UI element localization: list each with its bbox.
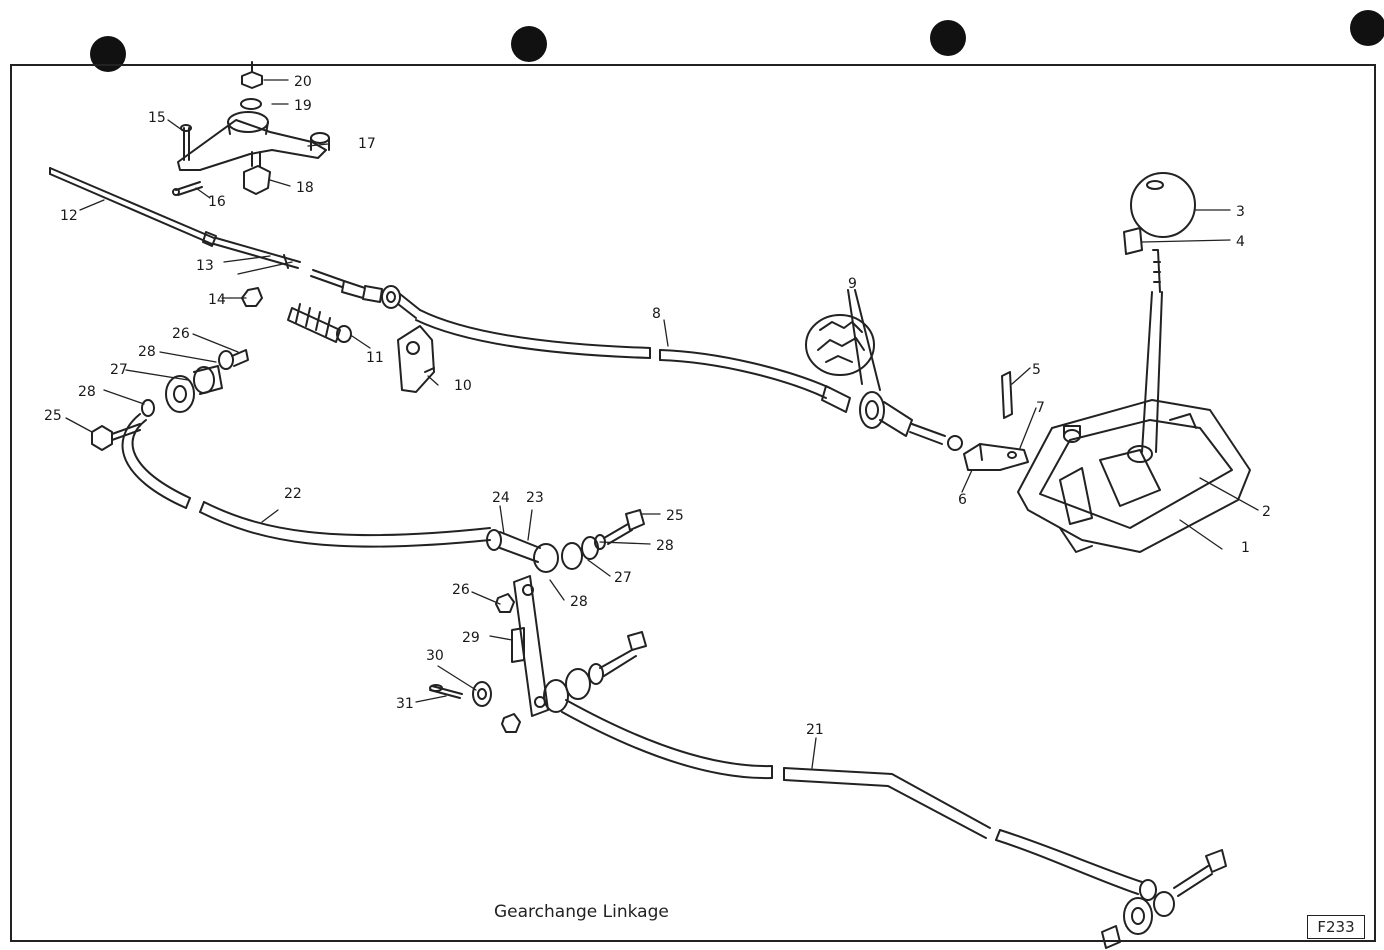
part-number: 6 bbox=[958, 492, 967, 508]
part-number: 23 bbox=[526, 490, 544, 506]
part-number: 28 bbox=[656, 538, 674, 554]
knob-locknut bbox=[1123, 227, 1143, 255]
part-number: 26 bbox=[452, 582, 470, 598]
binder-hole bbox=[511, 26, 547, 62]
part-number: 15 bbox=[148, 110, 166, 126]
binder-hole bbox=[1350, 10, 1384, 46]
nut bbox=[241, 287, 263, 307]
rod-segment bbox=[213, 237, 345, 288]
top-nut bbox=[241, 61, 263, 89]
part-number: 28 bbox=[78, 384, 96, 400]
bracket-plate bbox=[397, 325, 435, 393]
part-number: 25 bbox=[44, 408, 62, 424]
selector-rod-lower bbox=[121, 413, 491, 548]
gear-cable bbox=[415, 309, 831, 399]
part-number: 14 bbox=[208, 292, 226, 308]
cable-adjuster bbox=[341, 280, 421, 319]
binder-hole bbox=[930, 20, 966, 56]
washer-30 bbox=[472, 681, 492, 707]
part-number: 30 bbox=[426, 648, 444, 664]
binder-hole bbox=[90, 36, 126, 72]
part-number: 3 bbox=[1236, 204, 1245, 220]
lever-link bbox=[511, 575, 549, 717]
leader-lines bbox=[65, 79, 1259, 769]
part-number: 19 bbox=[294, 98, 312, 114]
part-number: 9 bbox=[848, 276, 857, 292]
selector-rod bbox=[49, 167, 217, 247]
split-pin-31 bbox=[429, 684, 463, 699]
cable-end-fitting bbox=[821, 385, 963, 451]
part-number: 16 bbox=[208, 194, 226, 210]
roll-pin bbox=[1001, 371, 1013, 419]
washer bbox=[227, 98, 269, 135]
part-number: 13 bbox=[196, 258, 214, 274]
part-number: 7 bbox=[1036, 400, 1045, 416]
part-number: 17 bbox=[358, 136, 376, 152]
part-number: 22 bbox=[284, 486, 302, 502]
part-number: 10 bbox=[454, 378, 472, 394]
nut-lower bbox=[501, 713, 521, 733]
part-number: 18 bbox=[296, 180, 314, 196]
part-number: 25 bbox=[666, 508, 684, 524]
selector-rod-bottom bbox=[561, 699, 1143, 895]
part-number: 27 bbox=[110, 362, 128, 378]
left-bolt-stack bbox=[91, 349, 249, 451]
part-number: 20 bbox=[294, 74, 312, 90]
part-number: 28 bbox=[570, 594, 588, 610]
part-number: 29 bbox=[462, 630, 480, 646]
inset-detail bbox=[805, 289, 881, 391]
part-number: 27 bbox=[614, 570, 632, 586]
clevis bbox=[963, 443, 1029, 471]
part-number: 24 bbox=[492, 490, 510, 506]
nut-upper bbox=[495, 593, 515, 613]
part-number: 31 bbox=[396, 696, 414, 712]
gear-knob bbox=[1130, 172, 1196, 238]
part-number: 2 bbox=[1262, 504, 1271, 520]
bottom-right-joint bbox=[1101, 849, 1227, 949]
part-number: 26 bbox=[172, 326, 190, 342]
gearchange-housing bbox=[1017, 399, 1251, 553]
diagram-frame bbox=[10, 64, 1376, 942]
split-pin bbox=[172, 181, 203, 196]
pivot-nut bbox=[243, 151, 271, 195]
lever-plate bbox=[177, 119, 330, 171]
figure-reference: F233 bbox=[1307, 915, 1365, 939]
right-bolt-stack bbox=[561, 509, 645, 570]
part-number: 11 bbox=[366, 350, 384, 366]
part-number: 28 bbox=[138, 344, 156, 360]
gear-lever bbox=[1141, 249, 1163, 453]
diagram-caption: Gearchange Linkage bbox=[494, 902, 669, 922]
rod-joint bbox=[486, 529, 559, 573]
part-number: 5 bbox=[1032, 362, 1041, 378]
part-number: 8 bbox=[652, 306, 661, 322]
lower-joint-stack bbox=[543, 631, 647, 713]
part-number: 1 bbox=[1241, 540, 1250, 556]
rubber-bush bbox=[287, 303, 352, 343]
part-labels: 1 2 3 4 5 6 7 8 9 10 11 12 13 14 15 16 1… bbox=[44, 74, 1271, 738]
part-number: 4 bbox=[1236, 234, 1245, 250]
part-number: 12 bbox=[60, 208, 78, 224]
part-number: 21 bbox=[806, 722, 824, 738]
